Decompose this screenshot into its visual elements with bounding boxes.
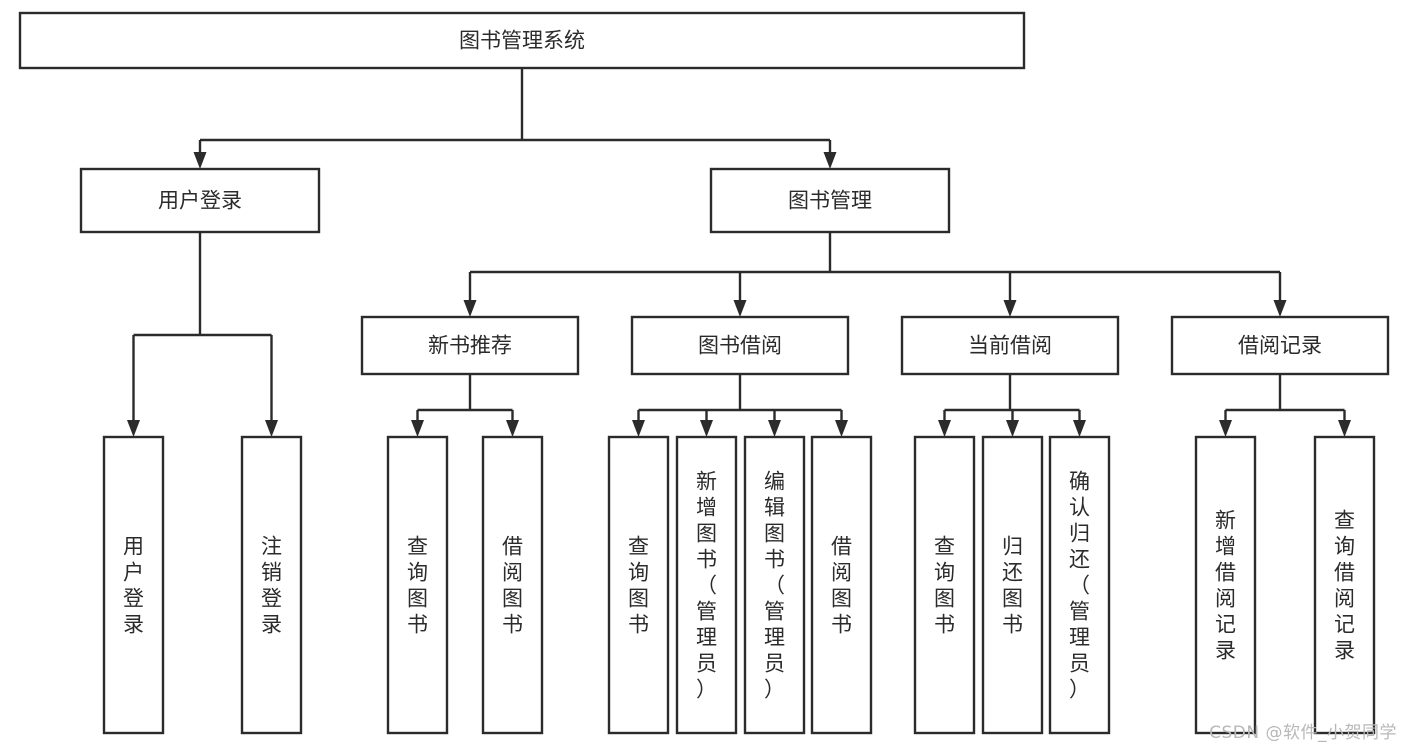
node-box-leaf-book-edit (743, 435, 806, 735)
arrowhead-leaf-cur-query (938, 420, 951, 437)
node-leaf-rec-add[interactable]: 新增借阅记录 (1194, 435, 1257, 735)
node-label-leaf-rec-query: 查询图书 (407, 534, 428, 636)
node-leaf-cur-query[interactable]: 查询图书 (913, 435, 976, 735)
node-label-leaf-book-edit: 编辑图书（管理员） (764, 469, 785, 701)
node-label-book-borrow: 图书借阅 (698, 334, 782, 358)
node-leaf-rec-query[interactable]: 查询图书 (386, 435, 449, 735)
node-book-borrow[interactable]: 图书借阅 (630, 315, 850, 376)
node-leaf-user-logout[interactable]: 注销登录 (240, 435, 303, 735)
arrowhead-leaf-book-borrow (835, 420, 848, 437)
connector-layer (127, 68, 1351, 437)
node-box-book-borrow (630, 315, 850, 376)
node-label-borrow-record: 借阅记录 (1238, 334, 1322, 358)
node-box-leaf-rec-add (1194, 435, 1257, 735)
node-label-user-login: 用户登录 (158, 189, 242, 213)
arrowhead-current-borrow (1003, 300, 1017, 317)
arrowhead-leaf-rec-borrow (506, 420, 519, 437)
arrowhead-leaf-rec-search (1338, 420, 1351, 437)
arrowhead-user-login (193, 152, 207, 169)
node-leaf-book-add[interactable]: 新增图书（管理员） (675, 435, 738, 735)
node-leaf-rec-search[interactable]: 查询借阅记录 (1313, 435, 1376, 735)
arrowhead-leaf-book-add (700, 420, 713, 437)
arrowhead-leaf-borrow-query (632, 420, 645, 437)
node-box-borrow-record (1170, 315, 1390, 376)
node-current-borrow[interactable]: 当前借阅 (900, 315, 1120, 376)
arrowhead-leaf-cur-confirm (1073, 420, 1086, 437)
node-box-new-book-rec (360, 315, 580, 376)
node-box-leaf-rec-query (386, 435, 449, 735)
node-borrow-record[interactable]: 借阅记录 (1170, 315, 1390, 376)
node-box-current-borrow (900, 315, 1120, 376)
node-box-leaf-cur-return (981, 435, 1044, 735)
node-label-leaf-borrow-query: 查询图书 (628, 534, 649, 636)
node-label-leaf-book-borrow: 借阅图书 (831, 534, 852, 636)
arrowhead-leaf-user-login (127, 420, 140, 437)
node-book-mgmt[interactable]: 图书管理 (709, 167, 951, 234)
node-leaf-book-borrow[interactable]: 借阅图书 (810, 435, 873, 735)
arrowhead-book-borrow (733, 300, 747, 317)
node-label-new-book-rec: 新书推荐 (428, 334, 512, 358)
node-leaf-cur-return[interactable]: 归还图书 (981, 435, 1044, 735)
node-leaf-book-edit[interactable]: 编辑图书（管理员） (743, 435, 806, 735)
watermark-text: CSDN @软件_小贺同学 (1209, 723, 1397, 743)
arrowhead-leaf-user-logout (265, 420, 278, 437)
node-label-leaf-rec-search: 查询借阅记录 (1334, 508, 1355, 662)
node-label-leaf-rec-borrow: 借阅图书 (502, 534, 523, 636)
node-new-book-rec[interactable]: 新书推荐 (360, 315, 580, 376)
node-box-leaf-cur-confirm (1048, 435, 1111, 735)
node-leaf-rec-borrow[interactable]: 借阅图书 (481, 435, 544, 735)
node-label-book-mgmt: 图书管理 (788, 189, 872, 213)
node-label-leaf-rec-add: 新增借阅记录 (1215, 508, 1236, 662)
node-box-leaf-borrow-query (607, 435, 670, 735)
node-box-leaf-user-login (102, 435, 165, 735)
node-leaf-cur-confirm[interactable]: 确认归还（管理员） (1048, 435, 1111, 735)
node-box-leaf-rec-search (1313, 435, 1376, 735)
arrowhead-book-mgmt (823, 152, 837, 169)
node-box-root (18, 11, 1026, 70)
node-box-leaf-user-logout (240, 435, 303, 735)
node-box-leaf-book-add (675, 435, 738, 735)
node-root[interactable]: 图书管理系统 (18, 11, 1026, 70)
arrowhead-borrow-record (1273, 300, 1287, 317)
arrowhead-leaf-rec-query (411, 420, 424, 437)
node-box-leaf-book-borrow (810, 435, 873, 735)
node-label-leaf-cur-query: 查询图书 (934, 534, 955, 636)
node-label-leaf-user-logout: 注销登录 (261, 534, 282, 636)
node-label-root: 图书管理系统 (459, 29, 585, 53)
node-box-leaf-cur-query (913, 435, 976, 735)
node-user-login[interactable]: 用户登录 (79, 167, 321, 234)
node-label-leaf-cur-return: 归还图书 (1002, 534, 1023, 636)
node-leaf-borrow-query[interactable]: 查询图书 (607, 435, 670, 735)
node-label-leaf-cur-confirm: 确认归还（管理员） (1069, 469, 1090, 701)
node-label-leaf-user-login: 用户登录 (123, 534, 144, 636)
node-label-leaf-book-add: 新增图书（管理员） (696, 469, 717, 701)
node-box-book-mgmt (709, 167, 951, 234)
node-label-current-borrow: 当前借阅 (968, 334, 1052, 358)
node-box-leaf-rec-borrow (481, 435, 544, 735)
node-box-user-login (79, 167, 321, 234)
arrowhead-new-book-rec (463, 300, 477, 317)
node-leaf-user-login[interactable]: 用户登录 (102, 435, 165, 735)
arrowhead-leaf-book-edit (768, 420, 781, 437)
arrowhead-leaf-cur-return (1006, 420, 1019, 437)
arrowhead-leaf-rec-add (1219, 420, 1232, 437)
node-layer: 图书管理系统用户登录图书管理新书推荐图书借阅当前借阅借阅记录用户登录注销登录查询… (18, 11, 1390, 735)
